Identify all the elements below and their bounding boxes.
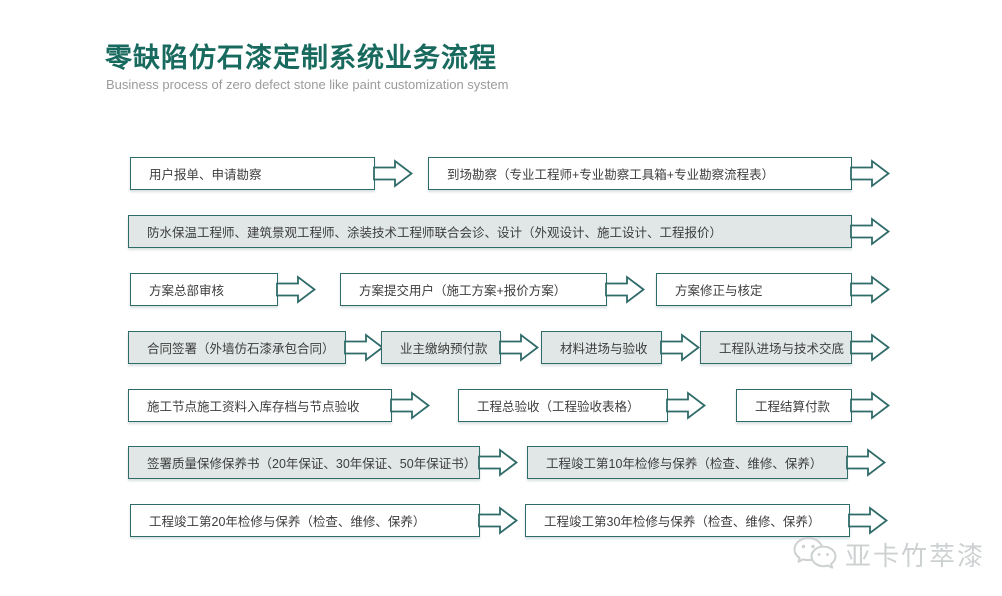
flow-box-r5-b1: 施工节点施工资料入库存档与节点验收 <box>128 389 392 422</box>
brand-watermark: 亚卡竹萃漆 <box>792 534 985 574</box>
flow-box-label: 用户报单、申请勘察 <box>149 168 262 182</box>
flow-box-label: 业主缴纳预付款 <box>400 342 488 356</box>
flow-arrow-icon <box>850 217 890 246</box>
flow-arrow-icon <box>848 506 888 535</box>
flow-box-r7-b2: 工程竣工第30年检修与保养（检查、维修、保养） <box>525 504 850 537</box>
flow-arrow-icon <box>850 391 890 420</box>
flow-box-label: 签署质量保修保养书（20年保证、30年保证、50年保证书） <box>147 457 477 471</box>
flow-box-label: 方案提交用户（施工方案+报价方案） <box>359 284 567 298</box>
flow-box-label: 施工节点施工资料入库存档与节点验收 <box>147 400 360 414</box>
flow-arrow-icon <box>390 391 430 420</box>
flow-box-r1-b2: 到场勘察（专业工程师+专业勘察工具箱+专业勘察流程表） <box>428 157 852 190</box>
flow-box-r6-b2: 工程竣工第10年检修与保养（检查、维修、保养） <box>527 446 848 479</box>
flow-box-label: 工程竣工第30年检修与保养（检查、维修、保养） <box>544 515 821 529</box>
page-subtitle: Business process of zero defect stone li… <box>106 77 509 92</box>
flow-box-r4-b2: 业主缴纳预付款 <box>381 331 501 364</box>
flow-arrow-icon <box>660 333 700 362</box>
flow-box-label: 工程结算付款 <box>755 400 831 414</box>
flow-box-label: 方案总部审核 <box>149 284 225 298</box>
flow-box-r3-b3: 方案修正与核定 <box>656 273 852 306</box>
flow-box-r4-b3: 材料进场与验收 <box>541 331 662 364</box>
flow-box-r6-b1: 签署质量保修保养书（20年保证、30年保证、50年保证书） <box>128 446 480 479</box>
flow-box-r5-b2: 工程总验收（工程验收表格） <box>458 389 668 422</box>
page-title: 零缺陷仿石漆定制系统业务流程 <box>105 43 497 73</box>
flow-box-label: 材料进场与验收 <box>560 342 648 356</box>
flow-arrow-icon <box>344 333 384 362</box>
flow-box-r4-b4: 工程队进场与技术交底 <box>700 331 852 364</box>
flow-arrow-icon <box>605 275 645 304</box>
flow-box-label: 方案修正与核定 <box>675 284 763 298</box>
flow-box-label: 工程队进场与技术交底 <box>719 342 845 356</box>
flow-box-r4-b1: 合同签署（外墙仿石漆承包合同） <box>128 331 346 364</box>
flow-box-label: 防水保温工程师、建筑景观工程师、涂装技术工程师联合会诊、设计（外观设计、施工设计… <box>147 226 723 240</box>
flow-arrow-icon <box>850 275 890 304</box>
flow-arrow-icon <box>478 448 518 477</box>
flow-box-label: 到场勘察（专业工程师+专业勘察工具箱+专业勘察流程表） <box>447 168 775 182</box>
flow-arrow-icon <box>373 159 413 188</box>
flow-box-label: 合同签署（外墙仿石漆承包合同） <box>147 342 335 356</box>
flow-arrow-icon <box>499 333 539 362</box>
flow-box-r3-b1: 方案总部审核 <box>130 273 278 306</box>
flow-arrow-icon <box>666 391 706 420</box>
flow-box-r2-b1: 防水保温工程师、建筑景观工程师、涂装技术工程师联合会诊、设计（外观设计、施工设计… <box>128 215 852 248</box>
flow-box-label: 工程总验收（工程验收表格） <box>477 400 640 414</box>
flow-box-r3-b2: 方案提交用户（施工方案+报价方案） <box>340 273 607 306</box>
flow-box-r5-b3: 工程结算付款 <box>736 389 852 422</box>
flow-box-label: 工程竣工第20年检修与保养（检查、维修、保养） <box>149 515 426 529</box>
flow-arrow-icon <box>850 159 890 188</box>
watermark-brand-text: 亚卡竹萃漆 <box>845 540 986 571</box>
flow-box-label: 工程竣工第10年检修与保养（检查、维修、保养） <box>546 457 823 471</box>
flow-arrow-icon <box>850 333 890 362</box>
flow-box-r1-b1: 用户报单、申请勘察 <box>130 157 375 190</box>
flow-box-r7-b1: 工程竣工第20年检修与保养（检查、维修、保养） <box>130 504 480 537</box>
wechat-icon <box>793 537 837 569</box>
flow-arrow-icon <box>478 506 518 535</box>
flow-arrow-icon <box>276 275 316 304</box>
flow-arrow-icon <box>846 448 886 477</box>
